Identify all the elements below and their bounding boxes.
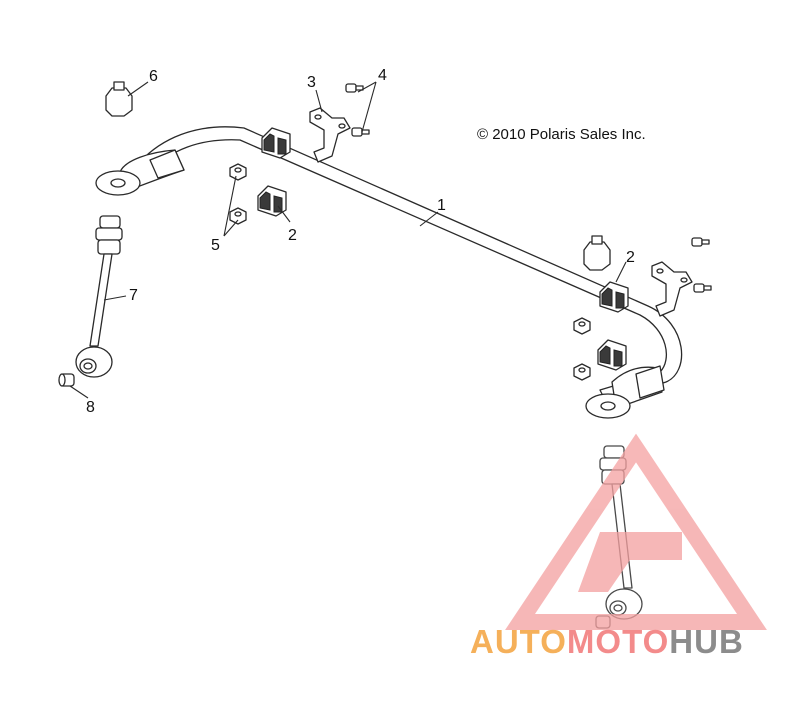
bushing-lower-right (597, 339, 627, 371)
clamp-bracket-right (651, 261, 693, 317)
nut-right-upper (573, 317, 591, 335)
callout-7: 7 (129, 287, 138, 304)
bushing-upper-right (599, 281, 629, 313)
bolt-lower-right (693, 283, 712, 293)
link-cap-right (583, 235, 611, 271)
link-cap-left (105, 81, 133, 117)
watermark-triangle (505, 433, 767, 630)
bolt-lower-left (351, 127, 370, 137)
svg-text:AUTOMOTOHUB: AUTOMOTOHUB (470, 623, 744, 660)
callout-3: 3 (307, 74, 316, 91)
callout-8: 8 (86, 399, 95, 416)
copyright-notice: © 2010 Polaris Sales Inc. (477, 126, 646, 143)
callout-1: 1 (437, 197, 446, 214)
callout-5: 5 (211, 237, 220, 254)
bolt-upper-left (345, 83, 364, 93)
nut-left-upper (229, 163, 247, 181)
leader-lines (69, 81, 627, 399)
callout-6: 6 (149, 68, 158, 85)
watermark-auto: AUTO (470, 623, 567, 660)
nut-left-lower (229, 207, 247, 225)
watermark-logo: AUTOMOTOHUB (470, 433, 767, 660)
callout-2a: 2 (288, 227, 297, 244)
watermark-moto: MOTO (567, 623, 669, 660)
stabilizer-bar (95, 126, 683, 419)
bushing-upper-left (261, 127, 291, 159)
link-sleeve-left (58, 373, 75, 387)
callout-2b: 2 (626, 249, 635, 266)
nut-right-lower (573, 363, 591, 381)
clamp-bracket-left (309, 107, 351, 163)
callout-4: 4 (378, 67, 387, 84)
end-link-left (75, 215, 123, 378)
watermark-hub: HUB (669, 623, 744, 660)
bolt-upper-right (691, 237, 710, 247)
